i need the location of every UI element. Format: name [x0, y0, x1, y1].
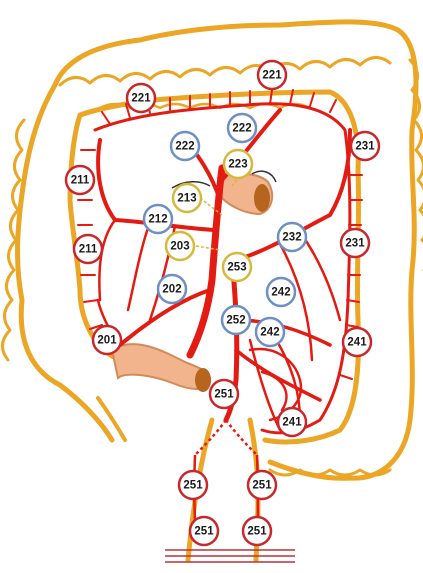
- lymph-node-221: 221: [127, 84, 155, 112]
- lymph-node-label: 213: [177, 193, 196, 205]
- lymph-node-label: 242: [271, 287, 290, 299]
- lymph-node-253: 253: [223, 253, 251, 281]
- lymph-node-label: 211: [71, 175, 90, 187]
- lymph-node-202: 202: [158, 275, 186, 303]
- lymph-node-label: 242: [260, 327, 279, 339]
- lymph-node-label: 251: [183, 480, 203, 492]
- lymph-node-211: 211: [66, 166, 94, 194]
- lymph-node-label: 251: [252, 480, 272, 492]
- lymph-node-label: 231: [345, 238, 365, 250]
- lymph-node-222: 222: [228, 114, 256, 142]
- colon-tail: [98, 398, 125, 440]
- lymph-node-label: 222: [232, 123, 251, 135]
- lymph-node-label: 241: [347, 337, 367, 349]
- lymph-node-label: 212: [148, 214, 167, 226]
- lymph-node-label: 221: [262, 70, 282, 82]
- lymph-node-label: 223: [228, 159, 247, 171]
- lymph-node-251: 251: [248, 471, 276, 499]
- lymph-node-203: 203: [166, 232, 194, 260]
- lymph-node-231: 231: [351, 132, 379, 160]
- lymph-node-label: 203: [170, 241, 189, 253]
- lymph-node-231: 231: [341, 229, 369, 257]
- lymph-node-label: 221: [131, 93, 151, 105]
- duodenum-opening: [254, 184, 270, 212]
- lymph-node-252: 252: [222, 306, 250, 334]
- lymph-node-242: 242: [256, 318, 284, 346]
- lymph-node-label: 222: [175, 141, 194, 153]
- lymph-node-label: 251: [214, 389, 234, 401]
- lymph-node-251: 251: [210, 380, 238, 408]
- lymph-node-241: 241: [278, 408, 306, 436]
- rectum-base: [165, 550, 295, 562]
- lymph-node-232: 232: [278, 223, 306, 251]
- lymph-node-label: 252: [226, 315, 245, 327]
- lymph-node-251: 251: [179, 471, 207, 499]
- lymph-node-212: 212: [144, 205, 172, 233]
- lymph-node-label: 251: [247, 526, 267, 538]
- lymph-node-label: 241: [282, 417, 302, 429]
- lymph-node-211: 211: [74, 235, 102, 263]
- ileocecal-opening: [195, 368, 211, 392]
- lymph-node-213: 213: [173, 184, 201, 212]
- lymph-node-label: 231: [355, 141, 375, 153]
- lymph-node-222: 222: [171, 132, 199, 160]
- lymph-node-label: 211: [79, 244, 98, 256]
- lymph-node-201: 201: [93, 326, 121, 354]
- lymph-node-223: 223: [224, 150, 252, 178]
- lymph-node-label: 201: [97, 335, 117, 347]
- lymph-node-label: 253: [227, 262, 246, 274]
- lymph-node-251: 251: [243, 517, 271, 545]
- lymph-node-251: 251: [190, 517, 218, 545]
- lymph-node-label: 232: [282, 232, 301, 244]
- haustra-top: [60, 57, 390, 85]
- lymph-node-label: 202: [162, 284, 181, 296]
- lymph-node-label: 251: [194, 526, 214, 538]
- lymph-node-242: 242: [267, 278, 295, 306]
- lymph-node-241: 241: [343, 328, 371, 356]
- lymph-node-221: 221: [258, 61, 286, 89]
